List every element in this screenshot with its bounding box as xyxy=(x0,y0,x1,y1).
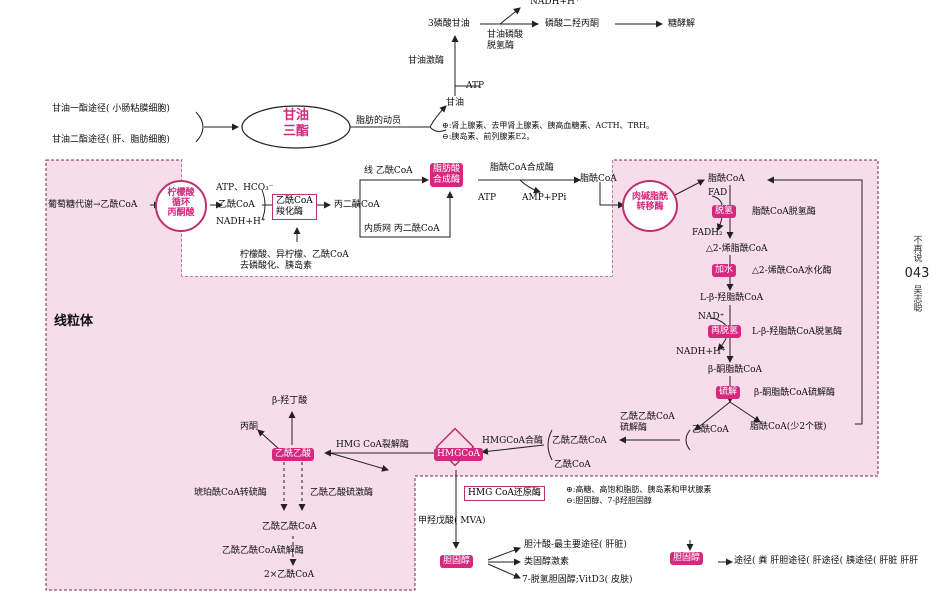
margin-bottom-text: 吴志聪 xyxy=(911,285,922,312)
acetoacetyl-coa-thiolase: 乙酰乙酰CoA硫解酶 xyxy=(222,546,304,556)
acetyl-coa-ketone: 乙酰CoA xyxy=(554,460,591,470)
redehydrogenation-step: 再脱氢 xyxy=(708,325,742,338)
g3p-dehydrogenase: 甘油磷酸 脱氢酶 xyxy=(487,30,524,51)
enoyl-coa: △2-烯脂酰CoA xyxy=(706,244,768,254)
fad: FAD xyxy=(708,188,728,198)
atp-label: ATP xyxy=(466,81,485,91)
acyl-coa-minus-2: 脂酰CoA(少2个碳) xyxy=(750,422,827,432)
hmg-coa-lyase: HMG CoA裂解酶 xyxy=(336,440,409,450)
hydration-step: 加水 xyxy=(712,264,737,277)
enoyl-hydratase: △2-烯酰CoA水化酶 xyxy=(752,266,832,276)
malonyl-coa: 丙二酰CoA xyxy=(334,200,380,210)
citrate-shuttle-label: 柠檬酸 循环 丙酮酸 xyxy=(167,188,195,218)
carnitine-label: 肉碱脂酰 转移酶 xyxy=(631,192,668,212)
reductase-positive-regulators: ⊕:高糖、高饱和脂肪、胰岛素和甲状腺素 xyxy=(566,485,712,494)
acetoacetate: 乙酰乙酸 xyxy=(272,448,315,461)
fadh2: FADH₂ xyxy=(692,228,723,238)
dehydrogenation-step: 脱氢 xyxy=(712,205,737,218)
hmg-coa-synthase: HMGCoA合酶 xyxy=(482,436,544,446)
amp-ppi: AMP+PPi xyxy=(522,193,567,203)
triglyceride-label: 甘油 三酯 xyxy=(282,108,309,139)
dhap: 磷酸二羟丙酮 xyxy=(545,19,600,29)
steroid-hormones: 类固醇激素 xyxy=(524,557,570,567)
acyl-coa-synthetase: 脂酰CoA合成酶 xyxy=(490,163,554,173)
positive-regulators: ⊕:肾上腺素、去甲肾上腺素、胰高血糖素、ACTH、TRH。 xyxy=(442,121,654,130)
acyl-coa-dehydrogenase: 脂酰CoA脱氢酶 xyxy=(752,207,816,217)
acetyl-coa-carboxylase: 乙酰CoA 羧化酶 xyxy=(272,194,317,220)
two-acetyl-coa: 2×乙酰CoA xyxy=(264,570,315,580)
mito-acetyl-coa: 线 乙酰CoA xyxy=(364,166,413,176)
hydroxyacyl-coa: L-β-羟脂酰CoA xyxy=(700,293,764,303)
hmg-coa-reductase: HMG CoA还原酶 xyxy=(464,486,545,501)
atp-label-2: ATP xyxy=(478,193,497,203)
nadph: NADH+H⁺ xyxy=(216,217,266,227)
mitochondria-label: 线粒体 xyxy=(54,314,94,329)
hmg-coa: HMGCoA xyxy=(434,448,484,461)
glycerol: 甘油 xyxy=(446,98,465,108)
glucose-metabolism: 葡萄糖代谢→乙酰CoA xyxy=(48,200,138,210)
acetoacetyl-coa: 乙酰乙酰CoA xyxy=(552,436,607,446)
nad: NAD⁺ xyxy=(698,312,725,322)
bile-acid-route: 胆汁酸-最主要途径( 肝脏) xyxy=(524,540,627,550)
monoacylglycerol-route: 甘油一酯途径( 小肠粘膜细胞) xyxy=(52,104,170,114)
margin-top-text: 不再说 xyxy=(911,235,922,262)
acetoacetyl-thiolase: 乙酰乙酰CoA 硫解酶 xyxy=(620,412,675,433)
er-malonyl-coa: 内质网 丙二酰CoA xyxy=(364,224,440,234)
negative-regulators: ⊖:胰岛素、前列腺素E2。 xyxy=(442,132,535,141)
vitamin-d3: 7-脱氢胆固醇;VitD3( 皮肤) xyxy=(522,575,633,585)
acyl-coa-mito: 脂酰CoA xyxy=(708,174,745,184)
carnitine-circle: 肉碱脂酰 转移酶 xyxy=(622,180,678,232)
ketoacyl-thiolase: β-酮脂酰CoA硫解酶 xyxy=(754,388,836,398)
thiolysis-step: 硫解 xyxy=(716,386,741,399)
fat-mobilization: 脂肪的动员 xyxy=(356,116,402,126)
reductase-negative-regulators: ⊖:胆固醇、7-β羟胆固醇 xyxy=(566,496,652,505)
mitochondria-region xyxy=(45,159,879,591)
fatty-acid-synthase: 脂肪酸 合成酶 xyxy=(430,163,464,187)
acetone: 丙酮 xyxy=(240,422,259,432)
glycerol-3-phosphate: 3磷酸甘油 xyxy=(428,19,470,29)
mevalonate: 甲羟戊酸( MVA) xyxy=(418,516,486,526)
nadh-beta: NADH+H⁺ xyxy=(676,347,726,357)
hydroxyacyl-dehydrogenase: L-β-羟脂酰CoA脱氢酶 xyxy=(752,327,843,337)
atp-hco3: ATP、HCO₃⁻ xyxy=(216,183,274,193)
acetoacetyl-coa-2: 乙酰乙酰CoA xyxy=(262,522,317,532)
acyl-coa-cytosol: 脂酰CoA xyxy=(580,174,617,184)
page-number: 043 xyxy=(904,266,930,281)
acc-regulators: 柠檬酸、异柠檬、乙酰CoA 去磷酸化、胰岛素 xyxy=(240,250,349,271)
acetyl-coa-synth: 乙酰CoA xyxy=(218,200,255,210)
acetyl-coa-product: 乙酰CoA xyxy=(692,425,729,435)
glycerol-kinase: 甘油激酶 xyxy=(408,56,445,66)
diacylglycerol-route: 甘油二酯途径( 肝、脂肪细胞) xyxy=(52,135,170,145)
ketoacyl-coa: β-酮脂酰CoA xyxy=(708,365,763,375)
cholesterol-node: 胆固醇 xyxy=(440,555,474,568)
glycolysis: 糖酵解 xyxy=(668,19,696,29)
page-margin: 不再说 043 吴志聪 xyxy=(904,235,930,312)
acetoacetate-thiokinase: 乙酰乙酸硫激酶 xyxy=(310,488,374,498)
nadh-top: NADH+H⁺ xyxy=(530,0,580,7)
beta-hydroxybutyrate: β-羟丁酸 xyxy=(272,396,308,406)
cholesterol-excretion-node: 胆固醇 xyxy=(670,552,704,565)
citrate-shuttle-circle: 柠檬酸 循环 丙酮酸 xyxy=(155,180,207,232)
succinyl-coa-transferase: 琥珀酰CoA转硫酶 xyxy=(194,488,267,498)
excretion-routes: 途径( 粪 肝胆途径( 肝途径( 胰途径( 肝脏 肝肝 xyxy=(734,556,919,566)
